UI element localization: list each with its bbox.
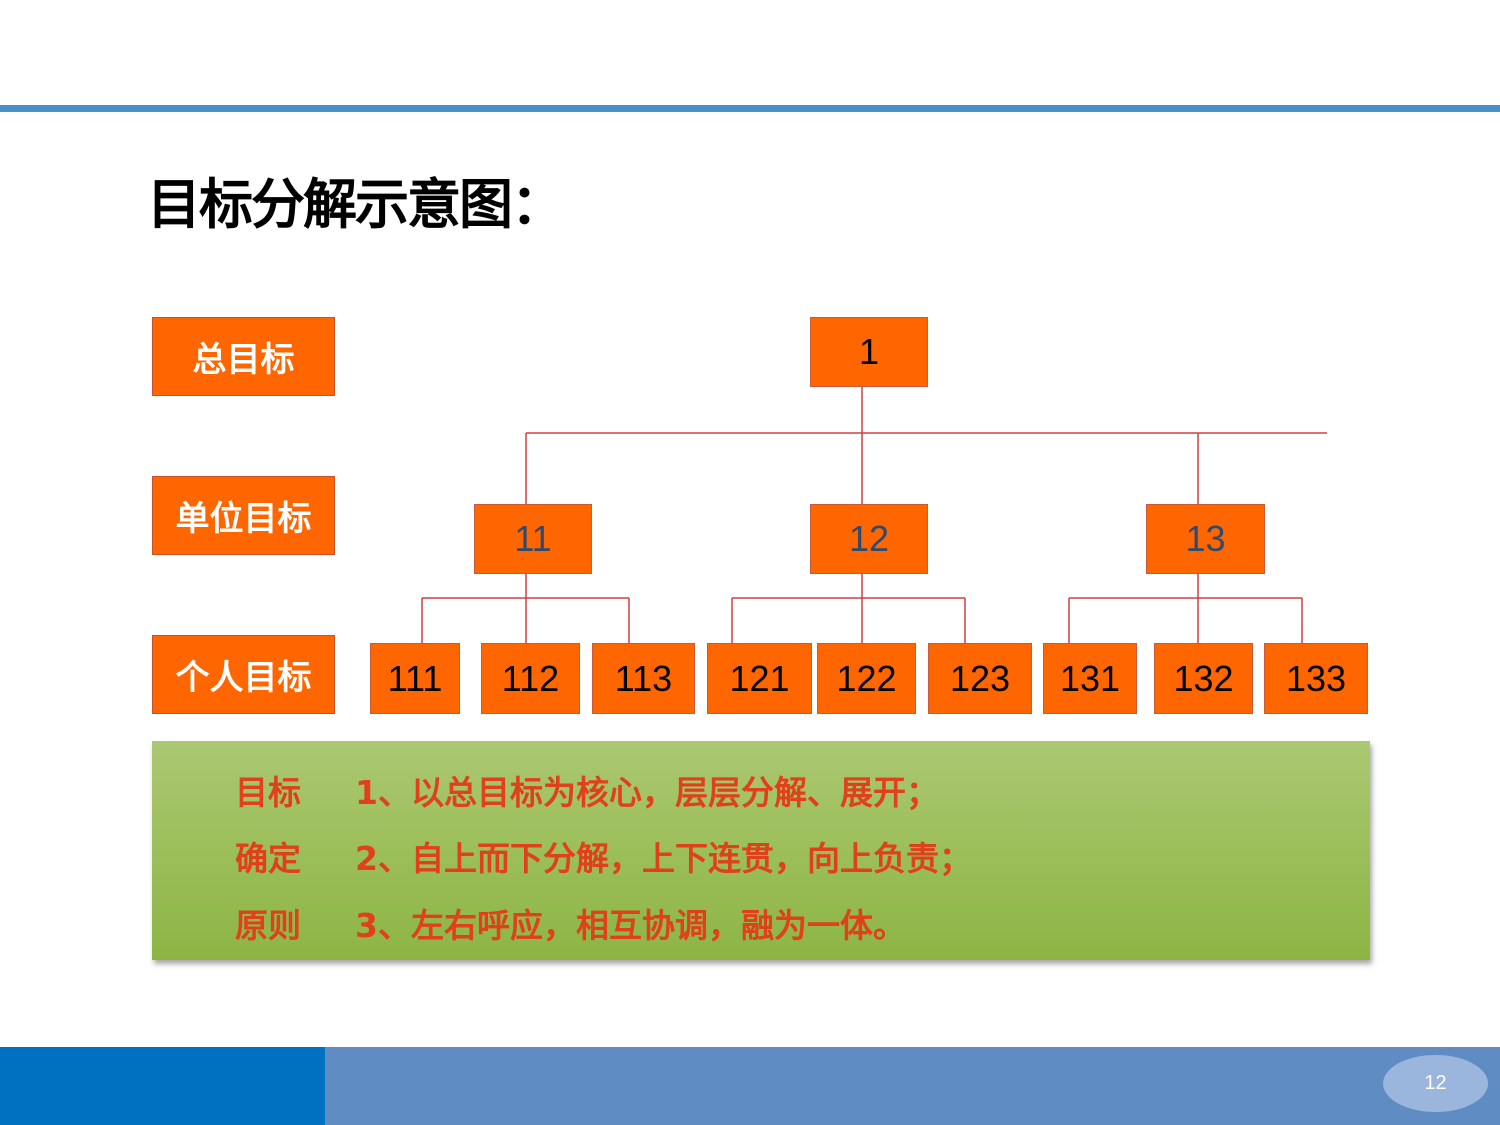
node-unit: 13 [1146,504,1265,574]
page-number: 12 [1383,1055,1488,1112]
level-label-unit: 单位目标 [152,476,335,555]
principles-box: 目标 确定 原则 1、以总目标为核心，层层分解、展开； 2、自上而下分解，上下连… [152,741,1370,960]
principles-label: 目标 [235,773,301,812]
principle-item: 3、左右呼应，相互协调，融为一体。 [355,906,906,945]
node-individual: 113 [592,643,695,714]
footer-bar [325,1047,1500,1125]
node-individual: 131 [1043,643,1137,714]
node-individual: 112 [481,643,580,714]
level-label-overall: 总目标 [152,317,335,396]
node-root: 1 [810,317,928,387]
node-individual: 121 [707,643,812,714]
node-unit: 11 [474,504,592,574]
node-individual: 111 [370,643,460,714]
header-rule [0,105,1500,112]
principles-label: 确定 [235,839,301,878]
node-individual: 122 [817,643,916,714]
node-individual: 133 [1264,643,1368,714]
principle-item: 1、以总目标为核心，层层分解、展开； [355,773,939,812]
principle-item: 2、自上而下分解，上下连贯，向上负责； [355,839,972,878]
node-individual: 123 [928,643,1032,714]
principles-label: 原则 [235,906,301,945]
level-label-individual: 个人目标 [152,635,335,714]
slide-title: 目标分解示意图： [147,173,565,236]
node-individual: 132 [1154,643,1253,714]
node-unit: 12 [810,504,928,574]
footer-bar-accent [0,1047,325,1125]
